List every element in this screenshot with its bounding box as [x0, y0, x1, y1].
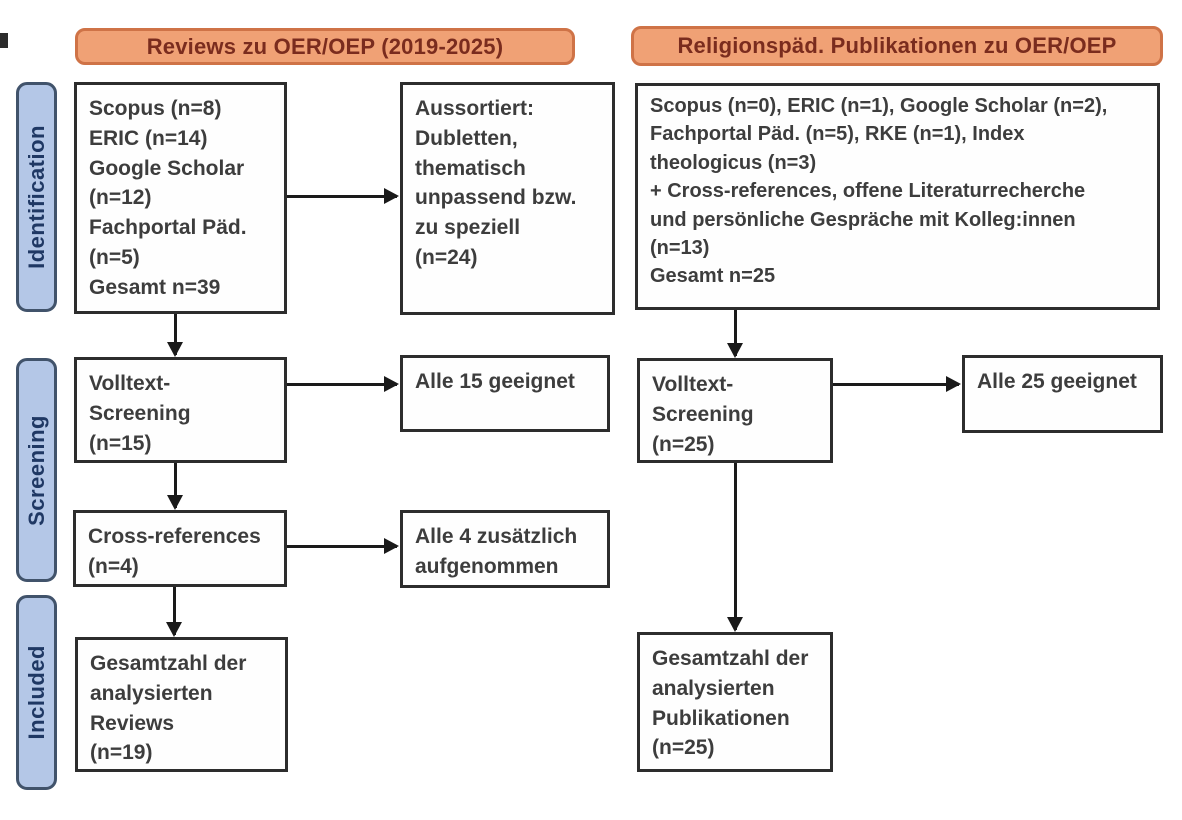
- box-left-crossreferences: Cross-references (n=4): [73, 510, 287, 587]
- arrow-right-fulltext-to-result: [833, 376, 961, 392]
- stage-screening: Screening: [16, 358, 57, 582]
- box-left-included-total: Gesamtzahl der analysierten Reviews (n=1…: [75, 637, 288, 772]
- stage-included: Included: [16, 595, 57, 790]
- stage-identification: Identification: [16, 82, 57, 312]
- arrow-right-fulltext-to-total: [727, 463, 743, 632]
- stage-identification-label: Identification: [23, 125, 49, 269]
- box-left-fulltext-result: Alle 15 geeignet: [400, 355, 610, 432]
- box-left-crossref-result: Alle 4 zusätzlich aufgenommen: [400, 510, 610, 588]
- box-left-excluded: Aussortiert: Dubletten, thematisch unpas…: [400, 82, 615, 315]
- arrow-left-fulltext-to-crossref: [167, 463, 183, 510]
- box-left-sources: Scopus (n=8) ERIC (n=14) Google Scholar …: [74, 82, 287, 314]
- column-header-religionspaed-label: Religionspäd. Publikationen zu OER/OEP: [677, 33, 1117, 58]
- arrow-right-sources-to-fulltext: [727, 310, 743, 358]
- arrow-left-fulltext-to-result: [287, 376, 399, 392]
- stage-screening-label: Screening: [23, 414, 49, 526]
- box-right-included-total: Gesamtzahl der analysierten Publikatione…: [637, 632, 833, 772]
- arrow-left-crossref-to-total: [166, 587, 182, 637]
- box-right-sources: Scopus (n=0), ERIC (n=1), Google Scholar…: [635, 83, 1160, 310]
- column-header-religionspaed: Religionspäd. Publikationen zu OER/OEP: [631, 26, 1163, 66]
- arrow-left-sources-to-excluded: [287, 188, 399, 204]
- column-header-reviews-label: Reviews zu OER/OEP (2019-2025): [146, 33, 504, 59]
- stage-included-label: Included: [23, 645, 49, 740]
- box-right-fulltext-screening: Volltext- Screening (n=25): [637, 358, 833, 463]
- box-right-fulltext-result: Alle 25 geeignet: [962, 355, 1163, 433]
- arrow-left-sources-to-fulltext: [167, 314, 183, 357]
- box-left-fulltext-screening: Volltext- Screening (n=15): [74, 357, 287, 463]
- column-header-reviews: Reviews zu OER/OEP (2019-2025): [75, 28, 575, 65]
- arrow-left-crossref-to-result: [287, 538, 399, 554]
- scan-artifact: [0, 33, 8, 48]
